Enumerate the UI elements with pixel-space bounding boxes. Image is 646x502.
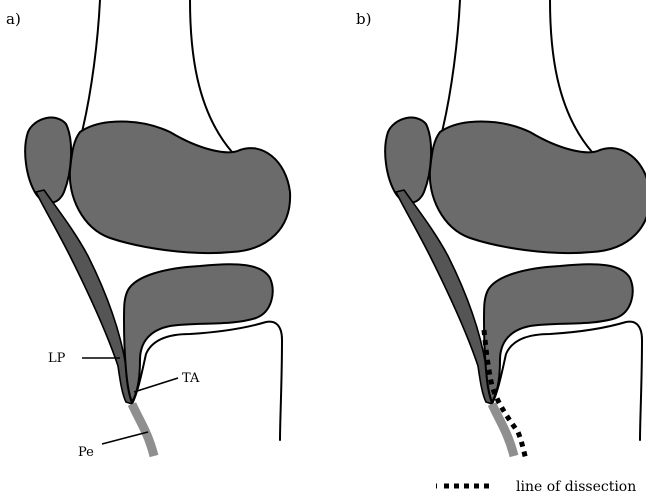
femoral-condyle-b bbox=[430, 122, 646, 254]
patella bbox=[25, 118, 71, 203]
tibia-outline bbox=[132, 322, 282, 440]
patella-b bbox=[385, 118, 431, 203]
periosteum bbox=[132, 404, 154, 456]
pe-label: Pe bbox=[78, 445, 94, 460]
panel-b: b) bbox=[356, 0, 646, 460]
panel-a-label: a) bbox=[6, 10, 21, 28]
panel-a: a) LP TA Pe bbox=[6, 0, 290, 460]
pe-leader bbox=[102, 432, 148, 444]
tibia-outline-b bbox=[492, 322, 642, 440]
ta-label: TA bbox=[182, 371, 200, 386]
legend: line of dissection bbox=[436, 479, 636, 495]
legend-label: line of dissection bbox=[516, 479, 636, 495]
lp-label: LP bbox=[48, 351, 66, 366]
panel-b-label: b) bbox=[356, 10, 371, 28]
femoral-condyle bbox=[70, 122, 290, 254]
